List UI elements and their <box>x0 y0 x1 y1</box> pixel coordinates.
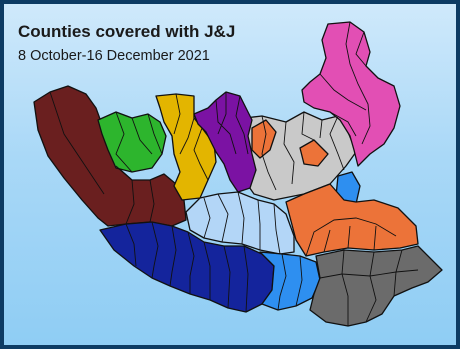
county-borders <box>49 21 419 326</box>
map-title: Counties covered with J&J <box>18 22 236 41</box>
region-blue-south <box>259 251 321 311</box>
county-map <box>33 21 443 327</box>
region-magenta <box>301 21 401 167</box>
map-subtitle: 8 October-16 December 2021 <box>18 48 210 64</box>
region-orange-mid <box>299 139 329 167</box>
region-orange-southeast <box>285 183 419 257</box>
region-purple <box>193 91 257 193</box>
region-dark-grey <box>309 245 443 327</box>
region-orange-north <box>251 119 277 159</box>
region-light-blue <box>185 191 295 255</box>
